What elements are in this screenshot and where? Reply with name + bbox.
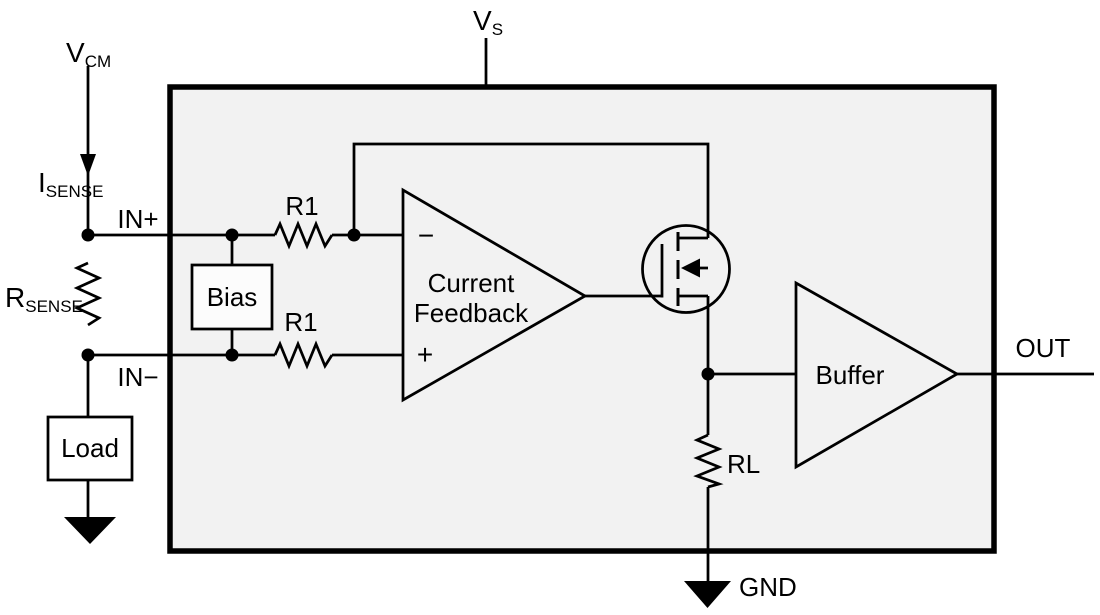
junction-dot (347, 228, 361, 242)
buffer-label: Buffer (816, 360, 885, 390)
rsense-resistor (73, 261, 103, 327)
rl-label: RL (727, 449, 760, 479)
junction-dot (81, 348, 95, 362)
bias-box (190, 263, 274, 331)
r1-top-label: R1 (285, 191, 318, 221)
gnd-symbol-icon (684, 581, 731, 608)
mosfet-circle (641, 224, 731, 314)
vs-label: VS (473, 5, 503, 39)
isense-current-arrow-icon (80, 154, 96, 176)
opamp-inverting-label: − (418, 220, 434, 251)
buffer-triangle (794, 280, 960, 470)
load-box (46, 415, 134, 482)
amplifier-ic-body (167, 84, 997, 554)
opamp-noninverting-label: + (417, 339, 433, 370)
junction-dot (225, 228, 239, 242)
in-minus-label: IN− (117, 362, 158, 392)
r1-bottom-label: R1 (284, 307, 317, 337)
isense-label: ISENSE (38, 167, 103, 201)
ground-symbol-icon (64, 517, 116, 544)
gnd-label: GND (739, 572, 797, 602)
opamp-triangle (401, 187, 588, 403)
bias-label: Bias (207, 282, 258, 312)
out-label: OUT (1016, 333, 1071, 363)
opamp-label-line1: Current (428, 268, 515, 298)
load-label: Load (61, 433, 119, 463)
rsense-label: RSENSE (5, 282, 83, 316)
r1-top-resistor (273, 220, 334, 250)
junction-dot (225, 348, 239, 362)
feedback-wire (352, 142, 710, 238)
junction-dot (81, 228, 95, 242)
mosfet-body-arrow-icon (681, 258, 700, 278)
in-plus-label: IN+ (117, 204, 158, 234)
rl-resistor (693, 433, 724, 489)
junction-dot (701, 367, 715, 381)
r1-bottom-resistor (273, 340, 334, 370)
vcm-label: VCM (66, 37, 111, 71)
opamp-label-line2: Feedback (414, 298, 529, 328)
